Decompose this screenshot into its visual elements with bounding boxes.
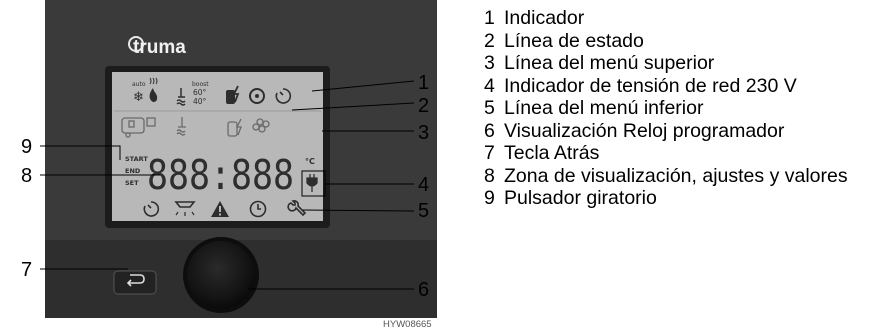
- light-icon: [174, 201, 196, 216]
- energy-icon: [227, 118, 242, 137]
- legend-number: 3: [484, 52, 495, 74]
- legend-text: Línea de estado: [504, 29, 644, 52]
- celsius-unit: °C: [305, 157, 315, 166]
- legend-text: Visualización Reloj programador: [504, 119, 785, 142]
- image-code: HYW08665: [383, 319, 432, 329]
- callout-6: 6: [418, 279, 429, 301]
- legend-text: Zona de visualización, ajustes y valores: [504, 164, 848, 187]
- legend-text: Tecla Atrás: [504, 142, 600, 164]
- clock-icon: [249, 200, 267, 218]
- lcd-screen: [112, 72, 323, 221]
- auto-label: auto: [132, 81, 146, 88]
- timer-icon: [275, 88, 292, 104]
- legend-item: 2 Línea de estado: [484, 30, 879, 53]
- legend-item: 9 Pulsador giratorio: [484, 187, 879, 210]
- callout-7: 7: [21, 259, 32, 281]
- legend-item: 7 Tecla Atrás: [484, 142, 879, 165]
- temp-40-label: 40°: [193, 97, 207, 106]
- legend-item: 3 Línea del menú superior: [484, 52, 879, 75]
- brand-text: truma: [133, 37, 186, 58]
- indicator-line: auto ❄ boost 60° 40°: [132, 77, 292, 106]
- legend-number: 1: [484, 7, 495, 29]
- legend-item: 8 Zona de visualización, ajustes y valore…: [484, 165, 879, 188]
- legend-item: 1 Indicador: [484, 7, 879, 30]
- set-label: SET: [125, 179, 139, 187]
- rotary-knob[interactable]: [187, 241, 255, 309]
- water-icon: [176, 117, 186, 136]
- truma-logo: truma: [128, 36, 186, 58]
- callout-8: 8: [21, 165, 32, 187]
- callout-3: 3: [418, 122, 429, 144]
- timer-menu-icon: [143, 201, 160, 217]
- leader-2: [291, 102, 415, 111]
- legend-text: Línea del menú superior: [504, 52, 715, 74]
- callout-9: 9: [21, 136, 32, 158]
- callout-4: 4: [418, 174, 429, 196]
- legend-text: Indicador de tensión de red 230 V: [504, 74, 797, 97]
- wrench-icon: [287, 200, 307, 217]
- heat-waves-icon: [149, 77, 158, 85]
- fan-icon: [249, 88, 265, 104]
- legend-number: 8: [484, 164, 495, 187]
- leader-1: [311, 80, 415, 92]
- legend-item: 5 Línea del menú inferior: [484, 97, 879, 120]
- start-label: START: [125, 155, 148, 163]
- legend-number: 6: [484, 119, 495, 142]
- legend-text: Indicador: [504, 7, 585, 29]
- ventilation-icon: [252, 118, 270, 133]
- upper-menu-line: [121, 117, 270, 138]
- caravan-room-icon: [121, 117, 156, 138]
- mains-plug-icon: [306, 174, 318, 192]
- leader-9: [40, 145, 121, 160]
- seven-segment-display: 888:888: [147, 151, 294, 199]
- legend-text: Línea del menú inferior: [504, 97, 704, 119]
- callout-5: 5: [418, 200, 429, 222]
- callout-2: 2: [418, 95, 429, 117]
- legend-text: Pulsador giratorio: [504, 187, 657, 209]
- gas-bottle-icon: [226, 90, 235, 104]
- legend-number: 4: [484, 74, 495, 97]
- legend-number: 9: [484, 187, 495, 209]
- legend-number: 5: [484, 97, 495, 119]
- leader-5: [302, 209, 415, 212]
- back-arrow-icon: [126, 274, 145, 287]
- legend-number: 2: [484, 29, 495, 52]
- temp-60-label: 60°: [193, 88, 207, 97]
- lower-menu-line: [143, 200, 307, 218]
- boost-label: boost: [192, 81, 209, 88]
- callout-1: 1: [418, 72, 429, 94]
- leader-lines: [40, 80, 415, 290]
- legend-number: 7: [484, 142, 495, 164]
- legend-item: 4 Indicador de tensión de red 230 V: [484, 75, 879, 98]
- water-heater-icon: [176, 88, 186, 106]
- snowflake-icon: ❄: [133, 89, 144, 104]
- electric-bolt-icon: [232, 85, 240, 103]
- flame-icon: [149, 88, 158, 102]
- end-label: END: [125, 167, 141, 175]
- legend-item: 6 Visualización Reloj programador: [484, 120, 879, 143]
